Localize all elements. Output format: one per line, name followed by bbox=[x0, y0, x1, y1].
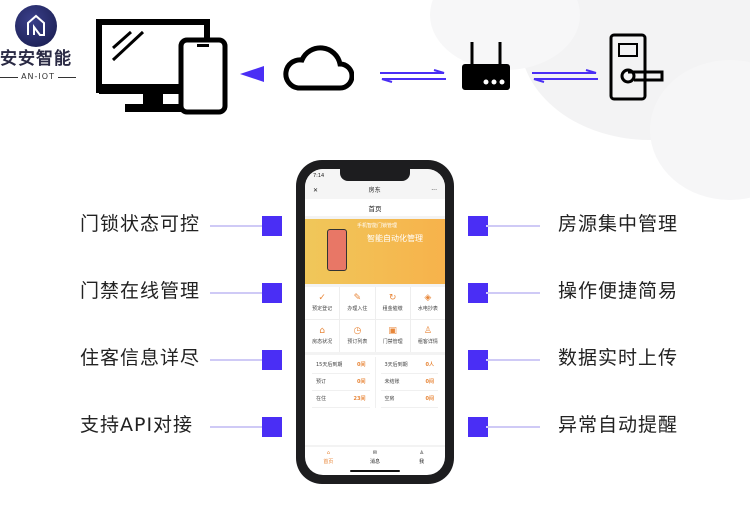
arrow-left-icon bbox=[240, 66, 264, 82]
house-icon: ⌂ bbox=[319, 326, 325, 336]
home-icon: ⌂ bbox=[326, 450, 330, 456]
grid-label: 租客详情 bbox=[417, 339, 438, 345]
monitor-phone-icon bbox=[95, 18, 230, 122]
mail-icon: ✉ bbox=[372, 450, 378, 456]
status-time: 7:14 bbox=[313, 172, 325, 179]
grid-item[interactable]: ◈ 水电抄表 bbox=[410, 287, 445, 319]
phone-notch bbox=[340, 168, 410, 181]
phone-screen: 7:14 ✕ 房东 ··· 首页 手机智能门锁管理 智能自动化管理 ✓预定登记 … bbox=[305, 169, 445, 475]
grid-item[interactable]: ◷ 预订列表 bbox=[340, 320, 375, 352]
logo-brand: 安安智能 bbox=[0, 49, 72, 69]
grid-label: 房态状况 bbox=[312, 339, 333, 345]
grid-item[interactable]: ✎ 办理入住 bbox=[340, 287, 375, 319]
check-icon: ✓ bbox=[318, 293, 326, 303]
edit-icon: ✎ bbox=[353, 293, 362, 303]
grid-label: 租金催缴 bbox=[382, 306, 403, 312]
grid-item[interactable]: ▣ 门禁管理 bbox=[375, 320, 410, 352]
grid-item[interactable]: ↻ 租金催缴 bbox=[375, 287, 410, 319]
banner[interactable]: 手机智能门锁管理 智能自动化管理 bbox=[305, 219, 445, 284]
grid-item[interactable]: ✓ 预定登记 bbox=[305, 287, 340, 319]
grid-label: 水电抄表 bbox=[417, 306, 438, 312]
page-title: 首页 bbox=[305, 199, 445, 219]
logo-sub: AN-IOT bbox=[21, 72, 55, 81]
tab-messages[interactable]: ✉消息 bbox=[370, 450, 381, 465]
banner-title: 智能自动化管理 bbox=[367, 234, 423, 243]
logo-rule bbox=[57, 76, 77, 78]
nav-title: 房东 bbox=[368, 187, 381, 194]
grid-label: 预订列表 bbox=[347, 339, 368, 345]
grid-label: 办理入住 bbox=[347, 306, 368, 312]
sync-arrows-icon bbox=[378, 68, 448, 87]
user-icon: ♙ bbox=[423, 326, 432, 336]
water-icon: ◈ bbox=[424, 293, 432, 303]
sync-arrows-icon bbox=[530, 68, 600, 87]
cloud-icon bbox=[282, 44, 355, 98]
grid-item[interactable]: ⌂ 房态状况 bbox=[305, 320, 340, 352]
clock-icon: ◷ bbox=[353, 326, 362, 336]
grid-item[interactable]: ♙ 租客详情 bbox=[410, 320, 445, 352]
user-icon: ♙ bbox=[419, 450, 424, 456]
tab-home[interactable]: ⌂首页 bbox=[323, 450, 334, 465]
door-lock-icon bbox=[608, 32, 668, 106]
logo: 安安智能 AN-IOT bbox=[0, 0, 80, 85]
logo-rule bbox=[0, 76, 19, 78]
logo-sub-row: AN-IOT bbox=[0, 72, 77, 82]
home-indicator bbox=[350, 470, 400, 472]
door-icon: ▣ bbox=[388, 326, 397, 336]
more-icon[interactable]: ··· bbox=[431, 187, 437, 194]
logo-mark-icon bbox=[15, 5, 57, 47]
router-icon bbox=[460, 40, 512, 100]
tab-me[interactable]: ♙我 bbox=[419, 450, 425, 465]
close-icon[interactable]: ✕ bbox=[313, 187, 319, 194]
grid-label: 门禁管理 bbox=[382, 339, 403, 345]
refresh-icon: ↻ bbox=[388, 293, 397, 303]
grid-label: 预定登记 bbox=[312, 306, 333, 312]
banner-subtitle: 手机智能门锁管理 bbox=[357, 223, 398, 229]
